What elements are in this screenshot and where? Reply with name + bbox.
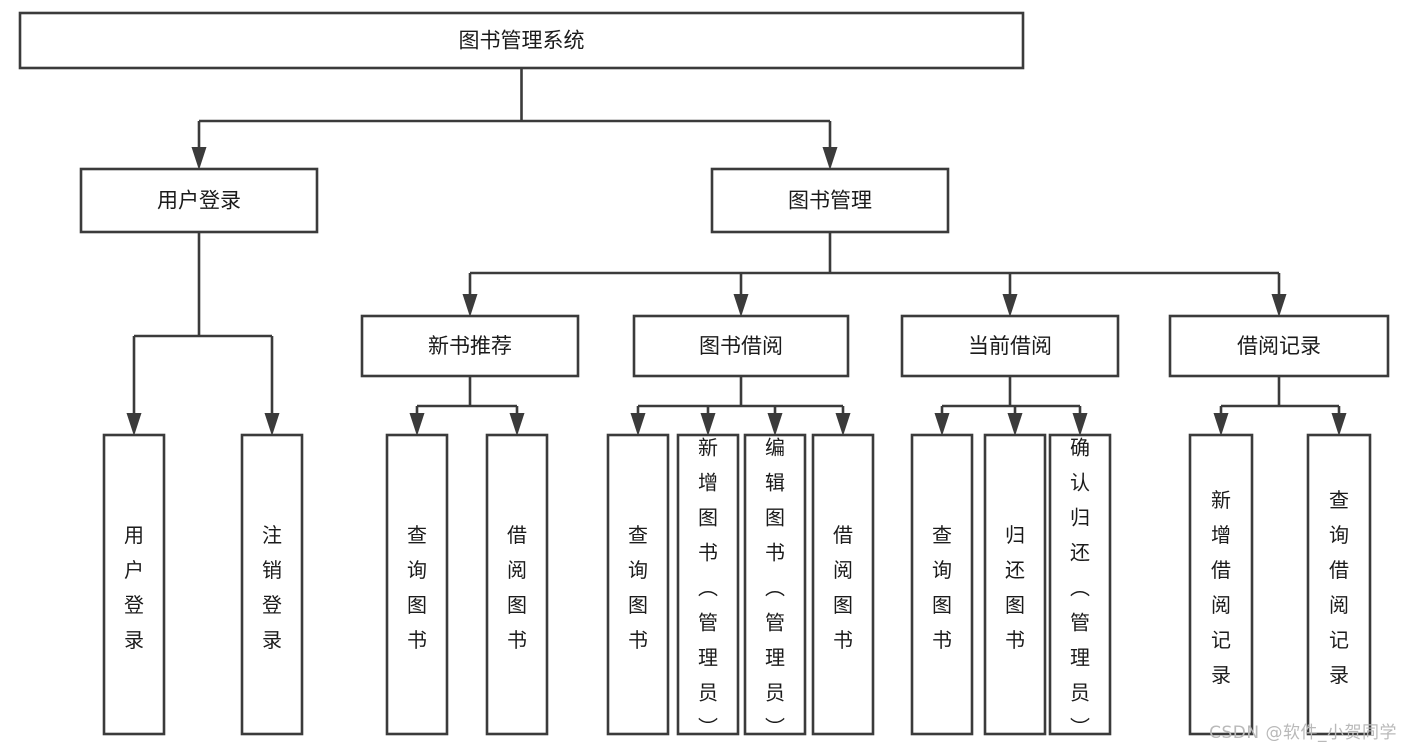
- node-user-login[interactable]: 用户登录: [79, 167, 319, 234]
- node-label-leaf-confirm-return-admin: 确认归还︵管理员︶: [1070, 435, 1090, 739]
- node-label-leaf-user-login: 用户登录: [124, 523, 144, 652]
- connector-conn-bookmgmt-to-level3: [462, 232, 1287, 317]
- node-box-leaf-borrow-book-recommend: [485, 433, 549, 736]
- node-box-leaf-add-book-admin: [676, 433, 740, 736]
- node-label-leaf-query-book-current: 查询图书: [932, 523, 952, 652]
- node-book-borrow[interactable]: 图书借阅: [632, 314, 850, 378]
- node-leaf-query-book-borrow[interactable]: 查询图书: [606, 433, 670, 736]
- node-box-user-login: [79, 167, 319, 234]
- node-leaf-return-book[interactable]: 归还图书: [983, 433, 1047, 736]
- node-label-leaf-borrow-book: 借阅图书: [833, 523, 853, 652]
- node-label-leaf-add-borrow-record: 新增借阅记录: [1211, 488, 1231, 687]
- node-box-leaf-query-book-borrow: [606, 433, 670, 736]
- node-leaf-borrow-book[interactable]: 借阅图书: [811, 433, 875, 736]
- node-leaf-add-borrow-record[interactable]: 新增借阅记录: [1188, 433, 1254, 736]
- node-box-current-borrow: [900, 314, 1120, 378]
- node-leaf-query-book-current[interactable]: 查询图书: [910, 433, 974, 736]
- node-box-leaf-logout: [240, 433, 304, 736]
- node-leaf-query-book-recommend[interactable]: 查询图书: [385, 433, 449, 736]
- node-box-borrow-record: [1168, 314, 1390, 378]
- node-label-leaf-query-book-recommend: 查询图书: [407, 523, 427, 652]
- node-book-management[interactable]: 图书管理: [710, 167, 950, 234]
- node-leaf-confirm-return-admin[interactable]: 确认归还︵管理员︶: [1048, 433, 1112, 739]
- node-leaf-edit-book-admin[interactable]: 编辑图书︵管理员︶: [743, 433, 807, 739]
- node-leaf-add-book-admin[interactable]: 新增图书︵管理员︶: [676, 433, 740, 739]
- node-label-leaf-query-book-borrow: 查询图书: [628, 523, 648, 652]
- node-leaf-query-borrow-record[interactable]: 查询借阅记录: [1306, 433, 1372, 736]
- node-box-new-book-recommend: [360, 314, 580, 378]
- node-box-root: [18, 11, 1025, 70]
- connector-conn-borrow-to-leaves: [630, 376, 851, 436]
- node-label-leaf-return-book: 归还图书: [1005, 523, 1025, 652]
- node-label-new-book-recommend: 新书推荐: [428, 334, 512, 358]
- node-label-root: 图书管理系统: [459, 29, 585, 53]
- node-label-leaf-add-book-admin: 新增图书︵管理员︶: [698, 435, 718, 739]
- node-root[interactable]: 图书管理系统: [18, 11, 1025, 70]
- node-box-leaf-add-borrow-record: [1188, 433, 1254, 736]
- node-leaf-borrow-book-recommend[interactable]: 借阅图书: [485, 433, 549, 736]
- node-leaf-logout[interactable]: 注销登录: [240, 433, 304, 736]
- node-box-leaf-edit-book-admin: [743, 433, 807, 736]
- connector-conn-recommend-to-leaves: [409, 376, 525, 436]
- node-box-leaf-query-book-recommend: [385, 433, 449, 736]
- node-box-book-management: [710, 167, 950, 234]
- connector-conn-userlogin-to-leaves: [126, 232, 280, 436]
- node-label-current-borrow: 当前借阅: [968, 334, 1052, 358]
- node-label-leaf-query-borrow-record: 查询借阅记录: [1329, 488, 1349, 687]
- node-label-leaf-borrow-book-recommend: 借阅图书: [507, 523, 527, 652]
- node-label-borrow-record: 借阅记录: [1237, 334, 1321, 358]
- node-box-book-borrow: [632, 314, 850, 378]
- node-label-book-borrow: 图书借阅: [699, 334, 783, 358]
- node-leaf-user-login[interactable]: 用户登录: [102, 433, 166, 736]
- node-box-leaf-user-login: [102, 433, 166, 736]
- node-box-leaf-borrow-book: [811, 433, 875, 736]
- node-label-user-login: 用户登录: [157, 189, 241, 213]
- node-box-leaf-query-borrow-record: [1306, 433, 1372, 736]
- node-label-leaf-logout: 注销登录: [262, 523, 282, 652]
- node-box-leaf-confirm-return-admin: [1048, 433, 1112, 736]
- node-label-leaf-edit-book-admin: 编辑图书︵管理员︶: [765, 435, 785, 739]
- connector-conn-root-to-level2: [191, 68, 838, 170]
- node-box-leaf-return-book: [983, 433, 1047, 736]
- node-box-leaf-query-book-current: [910, 433, 974, 736]
- node-new-book-recommend[interactable]: 新书推荐: [360, 314, 580, 378]
- node-label-book-management: 图书管理: [788, 189, 872, 213]
- node-current-borrow[interactable]: 当前借阅: [900, 314, 1120, 378]
- node-borrow-record[interactable]: 借阅记录: [1168, 314, 1390, 378]
- connector-conn-current-to-leaves: [934, 376, 1088, 436]
- connector-conn-record-to-leaves: [1213, 376, 1347, 436]
